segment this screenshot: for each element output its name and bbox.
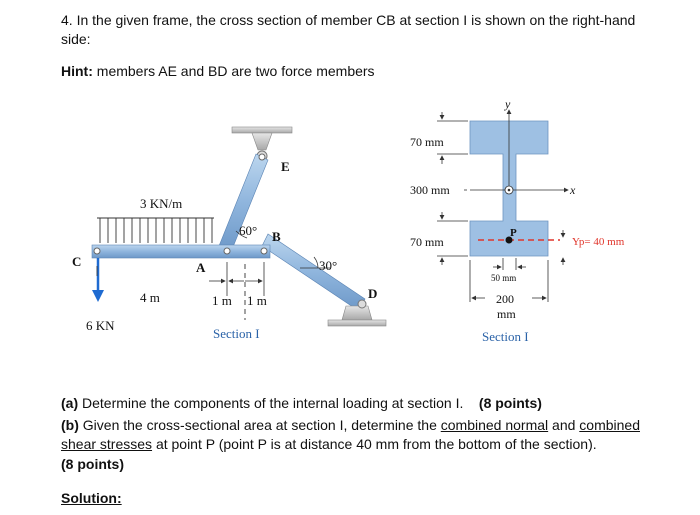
member-bd — [261, 233, 366, 312]
section-axes — [470, 109, 569, 193]
flange-bottom-dim: 70 mm — [410, 235, 444, 249]
axis-y-label: y — [504, 97, 511, 111]
part-a-text: Determine the components of the internal… — [82, 395, 464, 411]
flange-top-dim: 70 mm — [410, 135, 444, 149]
hint-text: members AE and BD are two force members — [96, 63, 375, 79]
part-b: (b) Given the cross-sectional area at se… — [61, 416, 671, 454]
label-c: C — [72, 254, 81, 269]
load-label: 3 KN/m — [140, 196, 182, 211]
point-p-label: P — [510, 227, 517, 239]
label-a: A — [196, 260, 206, 275]
force-arrow — [92, 258, 104, 302]
width-dimensions — [469, 258, 549, 302]
dim-1m-b: 1 m — [247, 293, 267, 308]
part-b-and: and — [552, 417, 576, 433]
flange-width-dim: 200 — [496, 292, 514, 306]
angle-60-arc — [235, 230, 248, 239]
label-d: D — [368, 286, 377, 301]
web-width-dim: 50 mm — [491, 273, 516, 283]
part-a-label: (a) — [61, 395, 79, 411]
question-number: 4. — [61, 12, 73, 28]
hint-label: Hint: — [61, 63, 93, 79]
bottom-support — [327, 299, 387, 327]
part-b-label: (b) — [61, 417, 79, 433]
point-p-line — [478, 230, 566, 265]
question-body: In the given frame, the cross section of… — [61, 12, 636, 47]
dim-4m: 4 m — [140, 290, 160, 305]
axis-x-label: x — [569, 183, 576, 197]
part-b-link2: combined shear stresses — [61, 417, 640, 452]
part-b-text2: at point P (point P is at distance 40 mm… — [155, 436, 597, 452]
distributed-load — [97, 217, 214, 243]
frame-section-label: Section I — [213, 326, 260, 341]
label-b: B — [272, 229, 281, 244]
cross-section-label: Section I — [482, 329, 529, 344]
hint: Hint: members AE and BD are two force me… — [61, 62, 375, 81]
part-a-points: (8 points) — [478, 395, 542, 411]
flange-width-unit: mm — [497, 307, 516, 321]
web-dim: 300 mm — [410, 183, 450, 197]
part-b-text1: Given the cross-sectional area at sectio… — [82, 417, 437, 433]
part-b-link1: combined normal — [440, 417, 549, 433]
part-b-points: (8 points) — [61, 456, 124, 472]
angle-30-label: 30° — [319, 258, 337, 273]
height-dimensions — [437, 112, 468, 265]
dim-1m-a: 1 m — [212, 293, 232, 308]
member-cb — [91, 244, 271, 259]
dimension-lines — [96, 262, 265, 296]
question-text: 4. In the given frame, the cross section… — [61, 11, 661, 49]
part-a: (a) Determine the components of the inte… — [61, 394, 671, 413]
yp-label: Yp= 40 mm — [572, 236, 625, 248]
angle-30-arc — [313, 256, 319, 269]
label-e: E — [281, 159, 290, 174]
angle-60-label: 60° — [239, 223, 257, 238]
force-label: 6 KN — [86, 318, 115, 333]
solution-label: Solution: — [61, 490, 122, 506]
